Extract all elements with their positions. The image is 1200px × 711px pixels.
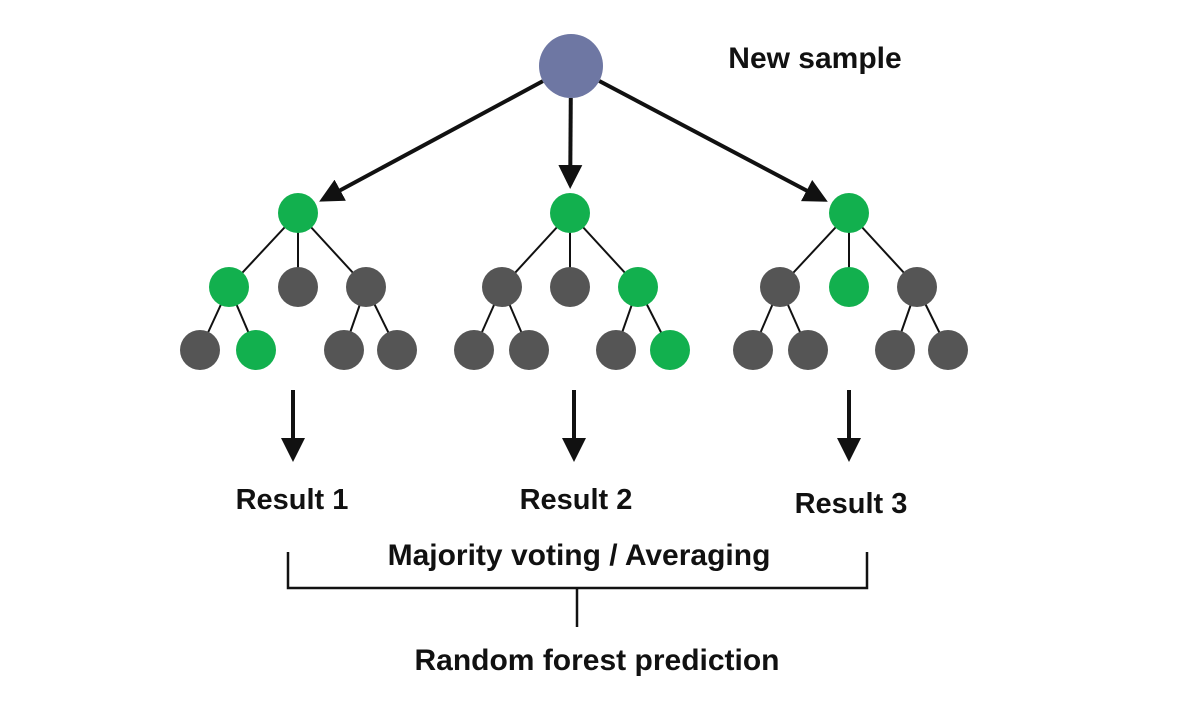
- tree-3-node: [897, 267, 937, 307]
- tree-1-node: [278, 267, 318, 307]
- result-2-label: Result 2: [519, 484, 633, 516]
- new-sample-label: New sample: [728, 42, 902, 75]
- tree-1-node: [209, 267, 249, 307]
- tree-2-leaf-node: [596, 330, 636, 370]
- tree-3-leaf-node: [928, 330, 968, 370]
- tree-1-leaf-node: [236, 330, 276, 370]
- result-1-label: Result 1: [235, 484, 349, 516]
- tree-2-leaf-node: [650, 330, 690, 370]
- tree-1-root-node: [278, 193, 318, 233]
- sample-to-tree-2-arrow: [558, 97, 583, 190]
- new-sample-node: [539, 34, 603, 98]
- tree-1-leaf-node: [377, 330, 417, 370]
- tree-3-node: [829, 267, 869, 307]
- tree-2-leaf-node: [509, 330, 549, 370]
- tree-2-node: [618, 267, 658, 307]
- tree-1-leaf-node: [180, 330, 220, 370]
- tree-3-leaf-node: [788, 330, 828, 370]
- tree-2-leaf-node: [454, 330, 494, 370]
- tree-2-node: [550, 267, 590, 307]
- tree-3-leaf-node: [875, 330, 915, 370]
- tree-3-leaf-node: [733, 330, 773, 370]
- tree-2-root-node: [550, 193, 590, 233]
- sample-to-tree-3-arrow: [598, 79, 828, 202]
- final-prediction-label: Random forest prediction: [414, 644, 780, 677]
- sample-to-tree-1-arrow: [319, 79, 544, 202]
- aggregation-label: Majority voting / Averaging: [387, 539, 771, 572]
- tree-3-root-node: [829, 193, 869, 233]
- tree-1-leaf-node: [324, 330, 364, 370]
- tree-3-node: [760, 267, 800, 307]
- tree-1-node: [346, 267, 386, 307]
- tree-2-node: [482, 267, 522, 307]
- result-3-label: Result 3: [794, 488, 908, 520]
